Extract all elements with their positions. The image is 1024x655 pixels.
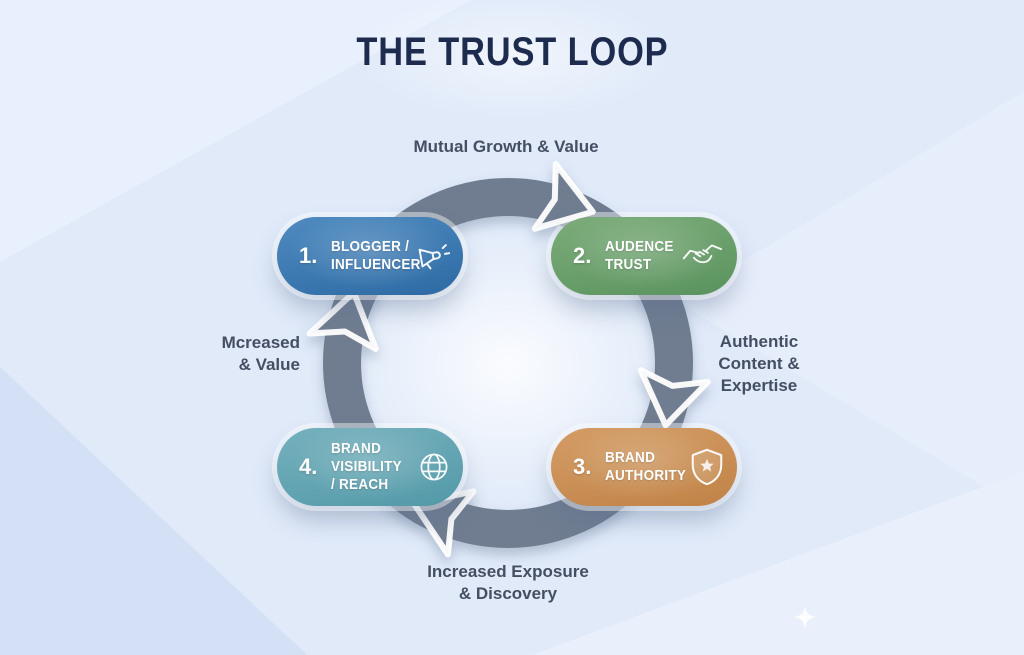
node-number: 2. — [573, 243, 592, 268]
node-blogger-influencer: 1. BLOGGER / INFLUENCER — [277, 217, 463, 295]
flow-label-right: Authentic Content & Expertise — [718, 332, 800, 395]
arrowhead-bottom — [411, 488, 477, 558]
sparkle-icon — [794, 606, 816, 628]
arrowhead-left — [306, 289, 379, 352]
node-number: 3. — [573, 454, 592, 479]
node-label: AUDENCE TRUST — [605, 238, 674, 273]
flow-label-top: Mutual Growth & Value — [413, 137, 599, 156]
node-label: BRAND VISIBILITY / REACH — [331, 440, 402, 493]
node-brand-visibility-reach: 4. BRAND VISIBILITY / REACH — [277, 428, 463, 506]
shield-star-icon — [691, 448, 723, 486]
loop-circle — [323, 178, 693, 548]
globe-icon — [420, 453, 448, 481]
page-title: THE TRUST LOOP — [355, 30, 669, 74]
node-brand-authority: 3. BRAND AUTHORITY — [551, 428, 737, 506]
node-number: 1. — [299, 243, 318, 268]
handshake-icon — [682, 244, 723, 264]
flow-label-bottom: Increased Exposure & Discovery — [427, 562, 589, 603]
node-label: BLOGGER / INFLUENCER — [331, 238, 421, 273]
arrowhead-top — [531, 161, 596, 232]
node-number: 4. — [299, 454, 318, 479]
node-audience-trust: 2. AUDENCE TRUST — [551, 217, 737, 295]
flow-label-left: Mcreased & Value — [221, 333, 300, 374]
arrowhead-right — [637, 367, 711, 429]
node-label: BRAND AUTHORITY — [605, 449, 687, 484]
megaphone-icon — [418, 244, 450, 270]
